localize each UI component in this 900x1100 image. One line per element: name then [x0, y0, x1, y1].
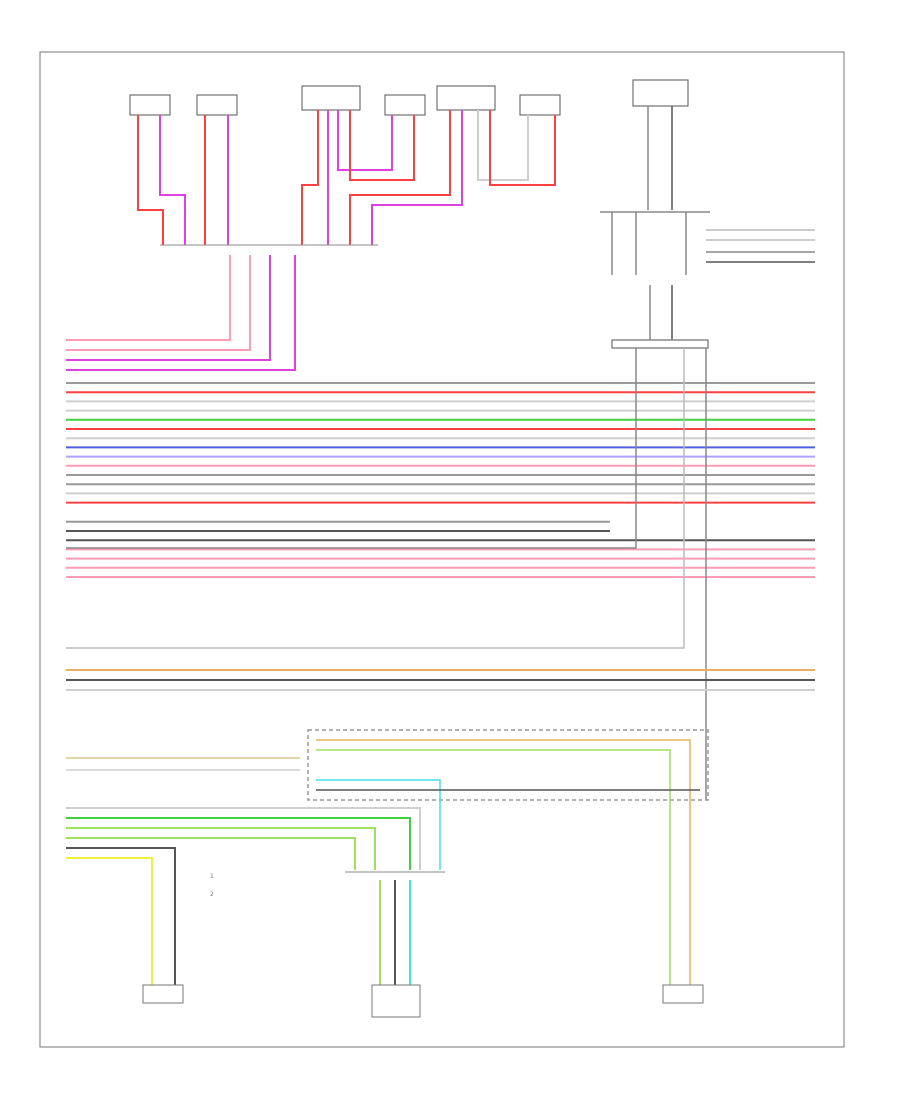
- wire-bl-6: [66, 857, 153, 985]
- junction-box: [307, 729, 709, 801]
- wire-spk1-a: [137, 115, 164, 245]
- bottom-components: [142, 984, 704, 1018]
- wire-sensor-4: [316, 749, 671, 985]
- wire-splice-3: [66, 255, 271, 361]
- wire-spk1-b: [159, 115, 186, 245]
- splice-down-wires: [66, 255, 296, 371]
- wire-ecu-2: [66, 348, 685, 649]
- bottom-center-wires: [379, 880, 411, 985]
- top-connector-group: [129, 79, 689, 116]
- ecu-drop-wires: [66, 348, 707, 800]
- wire-spk3-d: [349, 110, 415, 181]
- bottom-left-wires: [66, 807, 421, 985]
- sensor-center: [371, 984, 421, 1018]
- connector-box-2: [196, 94, 238, 116]
- connector-box-6: [519, 94, 561, 116]
- wire-spk5-b: [371, 110, 463, 245]
- lower-harness: [66, 669, 815, 691]
- sensor-block: [66, 729, 709, 985]
- wire-bl-1: [66, 807, 421, 870]
- wire-bl-5: [66, 847, 176, 985]
- wire-spk5-a: [349, 110, 451, 245]
- wire-splice-4: [66, 255, 296, 371]
- wire-spk5-c: [477, 110, 529, 181]
- wire-splice-1: [66, 255, 231, 341]
- connector-box-3: [301, 85, 361, 111]
- diagram-frame: [39, 51, 845, 1048]
- connector-box-1: [129, 94, 171, 116]
- connector-box-5: [436, 85, 496, 111]
- main-harness: [66, 382, 815, 578]
- legend: 1 2: [210, 873, 214, 898]
- top-speaker-wires: [137, 110, 556, 245]
- wire-bl-4: [66, 837, 356, 870]
- connector-box-7: [632, 79, 689, 107]
- right-module: [600, 106, 815, 349]
- wire-ecu-1: [66, 348, 637, 549]
- wire-splice-2: [66, 255, 251, 351]
- legend-marker-2: 2: [210, 891, 214, 898]
- wire-bl-2: [66, 817, 411, 870]
- legend-marker-1: 1: [210, 873, 214, 880]
- wire-spk3-c: [337, 110, 393, 171]
- sensor-right: [662, 984, 704, 1004]
- ecu-connector-top: [611, 339, 709, 349]
- wire-spk3-a: [301, 110, 319, 245]
- wire-sensor-5: [316, 779, 441, 870]
- sensor-left: [142, 984, 184, 1004]
- wire-sensor-3: [316, 739, 691, 985]
- wire-spk5-d: [489, 110, 556, 186]
- wire-bl-3: [66, 827, 376, 870]
- connector-box-4: [384, 94, 426, 116]
